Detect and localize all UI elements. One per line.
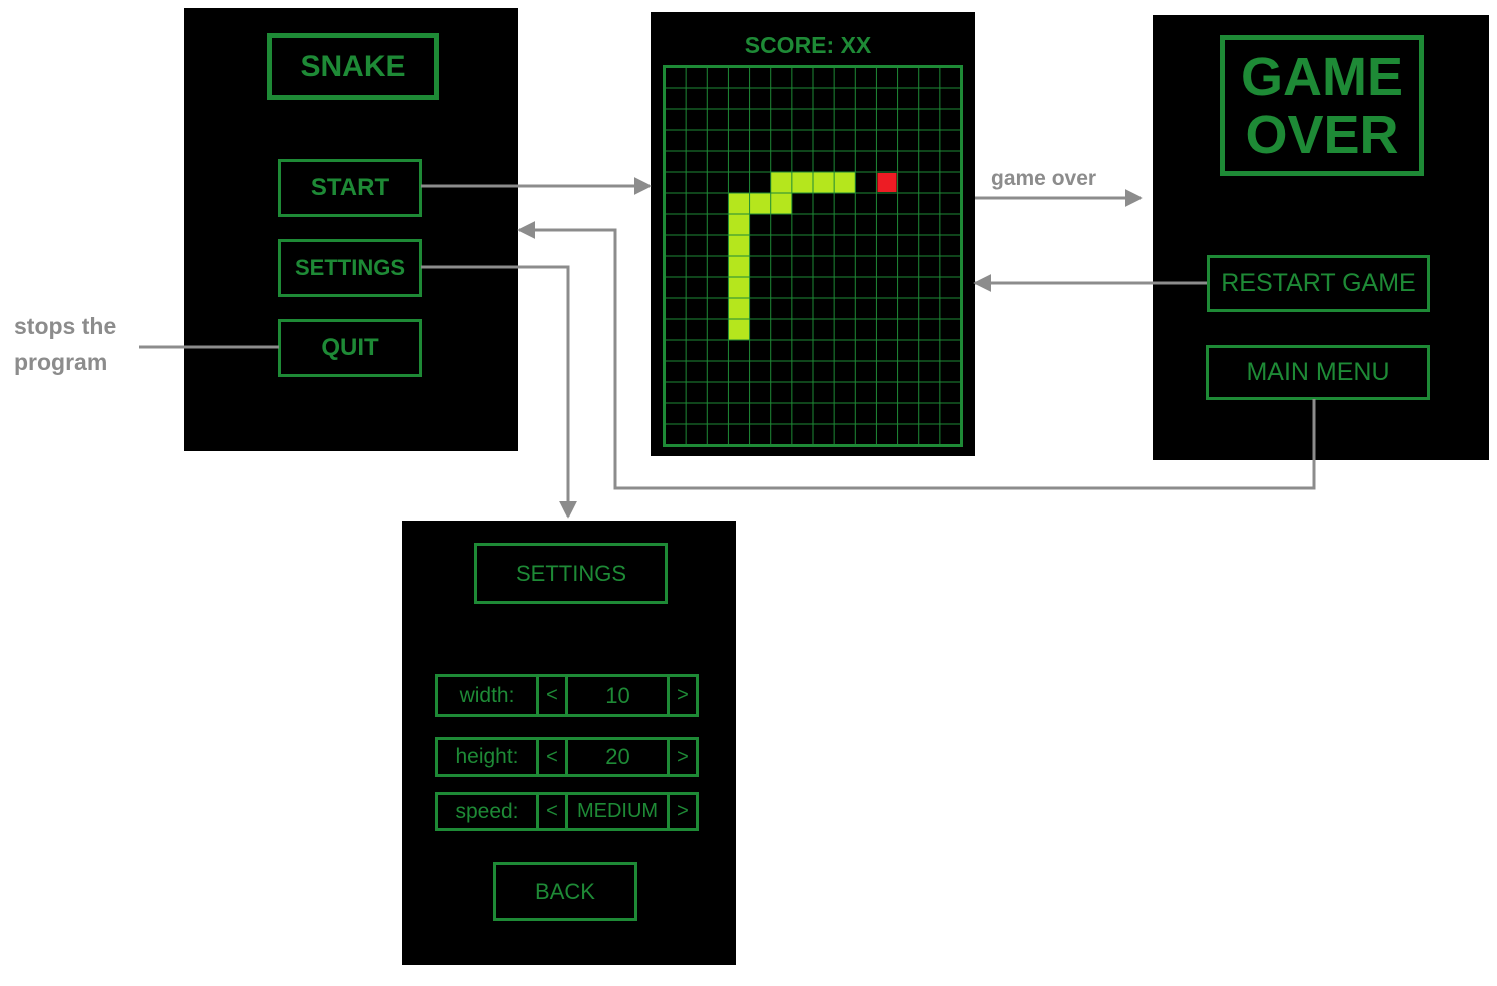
game-over-screen: GAME OVER RESTART GAME MAIN MENU [1153,15,1489,460]
snake-segment [728,298,750,319]
back-button[interactable]: BACK [493,862,637,921]
main-menu-screen: SNAKE START SETTINGS QUIT [184,8,518,451]
snake-segment [728,277,750,298]
snake-segment [728,214,750,235]
game-over-line1: GAME [1241,46,1403,107]
height-decrease-button[interactable]: < [536,737,568,777]
width-setting-row: width: < 10 > [435,674,699,717]
settings-screen: SETTINGS width: < 10 > height: < 20 > sp… [402,521,736,965]
game-over-title: GAME OVER [1220,35,1424,176]
game-screen: SCORE: XX [651,12,975,456]
snake-segment [728,193,750,214]
snake-segment [834,172,856,193]
speed-value: MEDIUM [565,792,670,831]
snake-segment [770,193,792,214]
main-menu-button[interactable]: MAIN MENU [1206,345,1430,400]
food-item [877,173,897,192]
start-button[interactable]: START [278,159,422,217]
snake-segment [791,172,813,193]
height-setting-row: height: < 20 > [435,737,699,777]
snake-segment [728,235,750,256]
height-increase-button[interactable]: > [667,737,699,777]
width-decrease-button[interactable]: < [536,674,568,717]
quit-button[interactable]: QUIT [278,319,422,377]
game-title: SNAKE [267,33,439,100]
snake-segment [749,193,771,214]
speed-setting-row: speed: < MEDIUM > [435,792,699,831]
game-over-transition-label: game over [991,167,1097,190]
speed-decrease-button[interactable]: < [536,792,568,831]
quit-note-line2: program [14,349,108,375]
snake-segment [813,172,835,193]
snake-segment [770,172,792,193]
speed-increase-button[interactable]: > [667,792,699,831]
snake-segment [728,256,750,277]
score-label: SCORE: XX [744,32,872,58]
width-label: width: [435,674,539,717]
restart-game-button[interactable]: RESTART GAME [1207,255,1430,312]
snake-segment [728,319,750,340]
height-label: height: [435,737,539,777]
width-value: 10 [565,674,670,717]
width-increase-button[interactable]: > [667,674,699,717]
quit-note-line1: stops the [14,313,117,339]
speed-label: speed: [435,792,539,831]
game-over-line2: OVER [1245,104,1399,165]
settings-title: SETTINGS [474,543,668,604]
height-value: 20 [565,737,670,777]
settings-button[interactable]: SETTINGS [278,239,422,297]
game-board [663,65,963,447]
